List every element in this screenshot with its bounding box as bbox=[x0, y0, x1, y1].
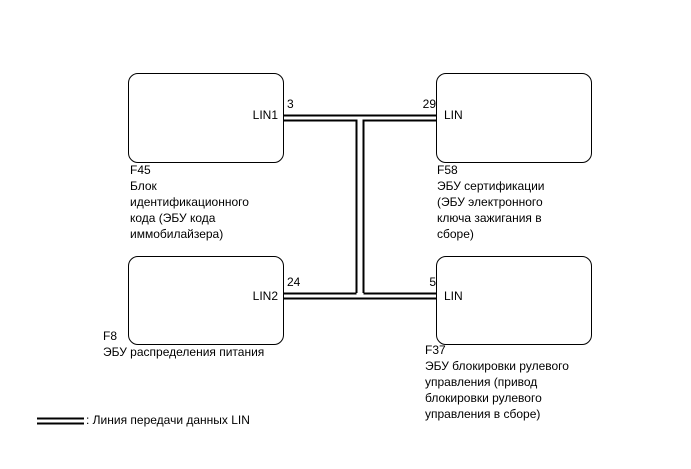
ecu-desc-f37-line1: ЭБУ блокировки рулевого bbox=[425, 359, 569, 373]
ecu-desc-f58-line4: сборе) bbox=[437, 227, 474, 241]
pin-label-f8: LIN2 bbox=[252, 289, 278, 303]
ecu-code-f8: F8 bbox=[103, 329, 118, 343]
bus-bottom bbox=[283, 292, 437, 300]
ecu-desc-f45-line3: кода (ЭБУ кода bbox=[130, 211, 216, 225]
ecu-label-f37: F37 ЭБУ блокировки рулевого управления (… bbox=[425, 342, 569, 422]
ecu-box-f37 bbox=[436, 256, 592, 345]
pin-number-f45: 3 bbox=[287, 97, 294, 111]
ecu-label-f45: F45 Блок идентификационного кода (ЭБУ ко… bbox=[130, 162, 249, 242]
pin-number-f37: 5 bbox=[429, 275, 436, 289]
pin-label-f37: LIN bbox=[444, 289, 463, 303]
ecu-desc-f8-line1: ЭБУ распределения питания bbox=[103, 345, 265, 359]
ecu-desc-f45-line2: идентификационного bbox=[130, 195, 249, 209]
ecu-desc-f58-line1: ЭБУ сертификации bbox=[437, 179, 545, 193]
ecu-box-f58 bbox=[436, 73, 592, 163]
ecu-code-f58: F58 bbox=[437, 163, 458, 177]
pin-label-f45: LIN1 bbox=[252, 108, 278, 122]
ecu-desc-f37-line4: управления в сборе) bbox=[425, 407, 541, 421]
legend-line-symbol bbox=[37, 417, 84, 425]
ecu-desc-f45-line4: иммобилайзера) bbox=[130, 227, 224, 241]
ecu-label-f8: F8 ЭБУ распределения питания bbox=[103, 328, 264, 360]
ecu-desc-f37-line2: управления (привод bbox=[425, 375, 538, 389]
bus-top bbox=[283, 114, 437, 293]
ecu-desc-f37-line3: блокировки рулевого bbox=[425, 391, 542, 405]
ecu-code-f37: F37 bbox=[425, 343, 446, 357]
pin-number-f58: 29 bbox=[422, 97, 436, 111]
ecu-label-f58: F58 ЭБУ сертификации (ЭБУ электронного к… bbox=[437, 162, 545, 242]
pin-number-f8: 24 bbox=[287, 275, 301, 289]
ecu-desc-f45-line1: Блок bbox=[130, 179, 157, 193]
ecu-desc-f58-line3: ключа зажигания в bbox=[437, 211, 542, 225]
pin-label-f58: LIN bbox=[444, 108, 463, 122]
ecu-box-f8 bbox=[128, 256, 284, 345]
ecu-code-f45: F45 bbox=[130, 163, 151, 177]
ecu-box-f45 bbox=[128, 73, 284, 163]
ecu-desc-f58-line2: (ЭБУ электронного bbox=[437, 195, 543, 209]
legend-text: : Линия передачи данных LIN bbox=[86, 413, 250, 427]
